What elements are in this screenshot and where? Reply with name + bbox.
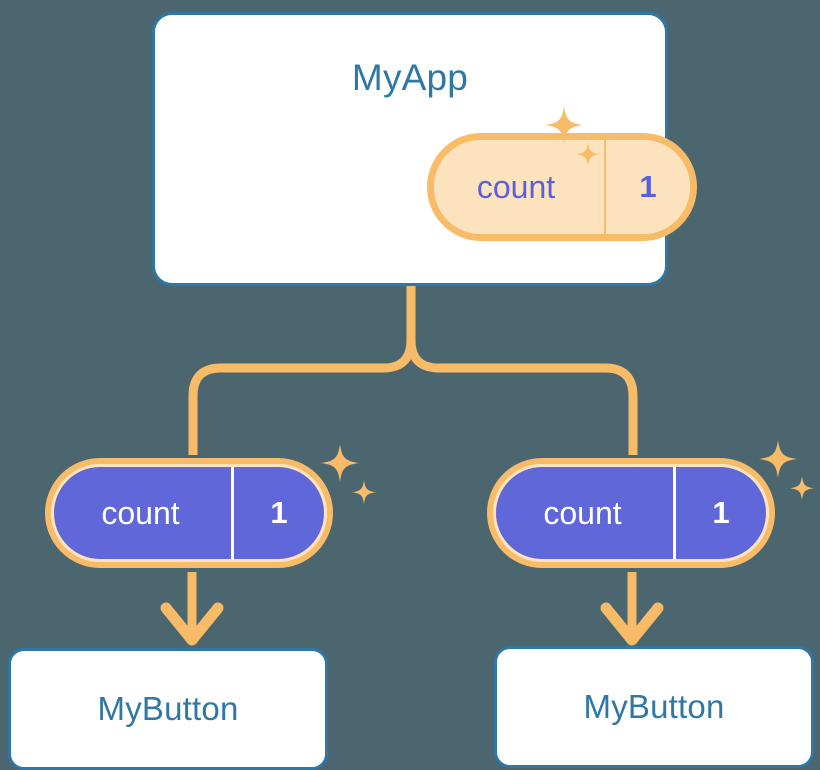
signal-pill-app[interactable]: count 1 — [427, 133, 697, 241]
component-card-mybutton-2[interactable]: MyButton — [494, 646, 814, 768]
signal-name: count — [543, 494, 622, 531]
signal-pill-child-2[interactable]: count 1 — [487, 458, 775, 568]
signal-name: count — [101, 494, 180, 531]
signal-name: count — [476, 168, 556, 205]
component-title: MyButton — [97, 690, 239, 727]
signal-pill-child-1[interactable]: count 1 — [45, 458, 333, 568]
signal-value: 1 — [673, 467, 766, 559]
component-card-mybutton-1[interactable]: MyButton — [8, 648, 328, 770]
page-title: MyApp — [351, 57, 469, 98]
component-card-myapp[interactable]: MyApp count 1 — [152, 12, 697, 286]
signal-value: 1 — [604, 140, 690, 234]
signal-value: 1 — [231, 467, 324, 559]
component-title: MyButton — [583, 688, 725, 725]
